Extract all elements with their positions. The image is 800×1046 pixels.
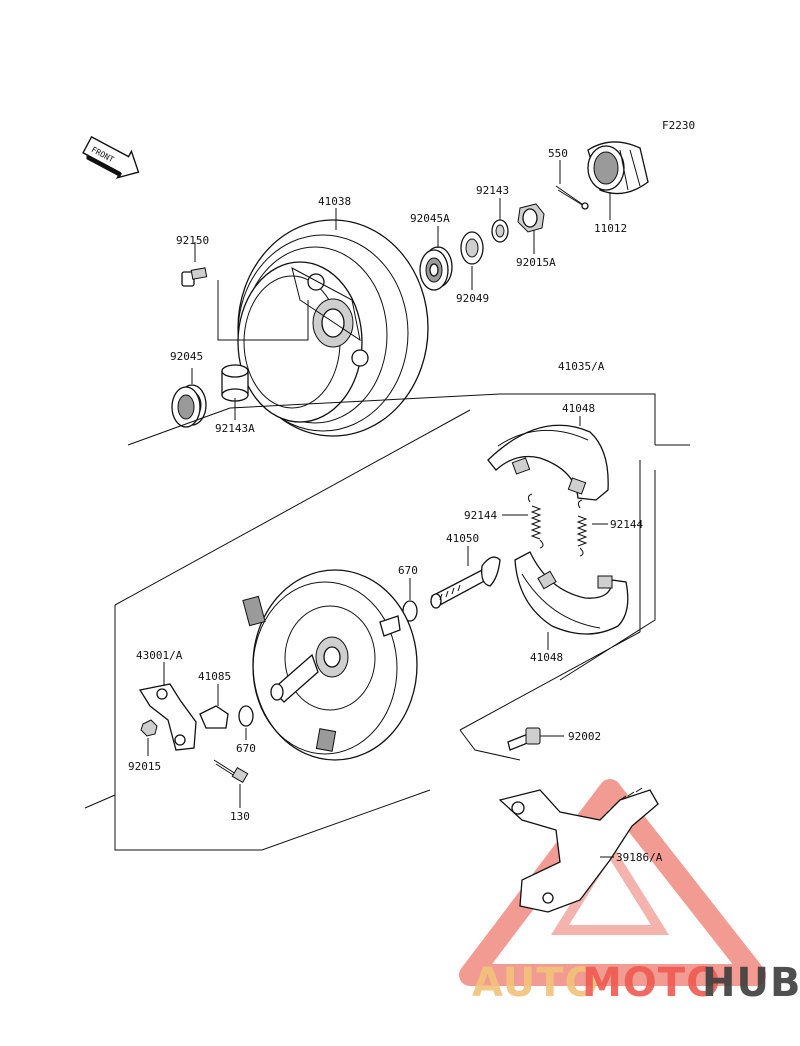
label-92144-right: 92144 <box>610 518 643 531</box>
label-670-top: 670 <box>398 564 418 577</box>
nut-92015 <box>140 719 158 737</box>
label-41085: 41085 <box>198 670 231 683</box>
collar-92143a <box>221 364 249 402</box>
bearing-92045a <box>419 246 453 291</box>
label-41050: 41050 <box>446 532 479 545</box>
label-92144-left: 92144 <box>464 509 497 522</box>
brake-drum-hub <box>237 219 429 437</box>
label-130: 130 <box>230 810 250 823</box>
brake-panel <box>242 569 418 761</box>
front-arrow-icon: FRONT <box>82 135 140 179</box>
bearing-92045 <box>171 384 207 428</box>
label-43001a: 43001/A <box>136 649 183 662</box>
watermark-text: AUTO MOTO HUB <box>472 960 800 1006</box>
svg-text:MOTO: MOTO <box>582 960 721 1006</box>
label-92015: 92015 <box>128 760 161 773</box>
label-41048-bottom: 41048 <box>530 651 563 664</box>
torque-link-39186a <box>498 787 659 913</box>
label-92143: 92143 <box>476 184 509 197</box>
cap-11012 <box>587 141 649 195</box>
collar-92143 <box>491 219 509 243</box>
label-92015a: 92015A <box>516 256 556 269</box>
leader-lines <box>147 160 614 858</box>
castle-nut-92015a <box>517 203 545 233</box>
bolt-92002 <box>507 727 541 751</box>
brake-cam-shaft-41050 <box>430 556 501 609</box>
svg-text:HUB: HUB <box>702 960 800 1006</box>
brake-shoe-bottom <box>514 551 629 635</box>
bolt-92150 <box>181 242 208 287</box>
label-92045a: 92045A <box>410 212 450 225</box>
label-92002: 92002 <box>568 730 601 743</box>
label-670-bottom: 670 <box>236 742 256 755</box>
brake-lever-43001a <box>138 683 197 751</box>
label-41035a: 41035/A <box>558 360 605 373</box>
label-92049: 92049 <box>456 292 489 305</box>
label-39186a: 39186/A <box>616 851 663 864</box>
brake-shoe-top <box>487 424 609 501</box>
cotter-pin-550 <box>555 185 589 210</box>
washer-92049 <box>460 231 484 265</box>
label-41048-top: 41048 <box>562 402 595 415</box>
label-92150: 92150 <box>176 234 209 247</box>
o-ring-670-bottom <box>238 705 254 727</box>
label-92143a: 92143A <box>215 422 255 435</box>
spring-92144-left <box>527 493 544 549</box>
svg-text:AUTO: AUTO <box>472 960 600 1006</box>
spring-92144-right <box>576 499 588 557</box>
brake-panel-boundary <box>84 393 690 851</box>
figure-code: F2230 <box>662 119 695 132</box>
part-labels: 41038 92150 92045 92143A 92045A 92049 92… <box>128 147 663 864</box>
bolt-130 <box>213 759 249 784</box>
label-41038: 41038 <box>318 195 351 208</box>
seal-41085 <box>199 705 229 729</box>
label-11012: 11012 <box>594 222 627 235</box>
label-550: 550 <box>548 147 568 160</box>
label-92045: 92045 <box>170 350 203 363</box>
